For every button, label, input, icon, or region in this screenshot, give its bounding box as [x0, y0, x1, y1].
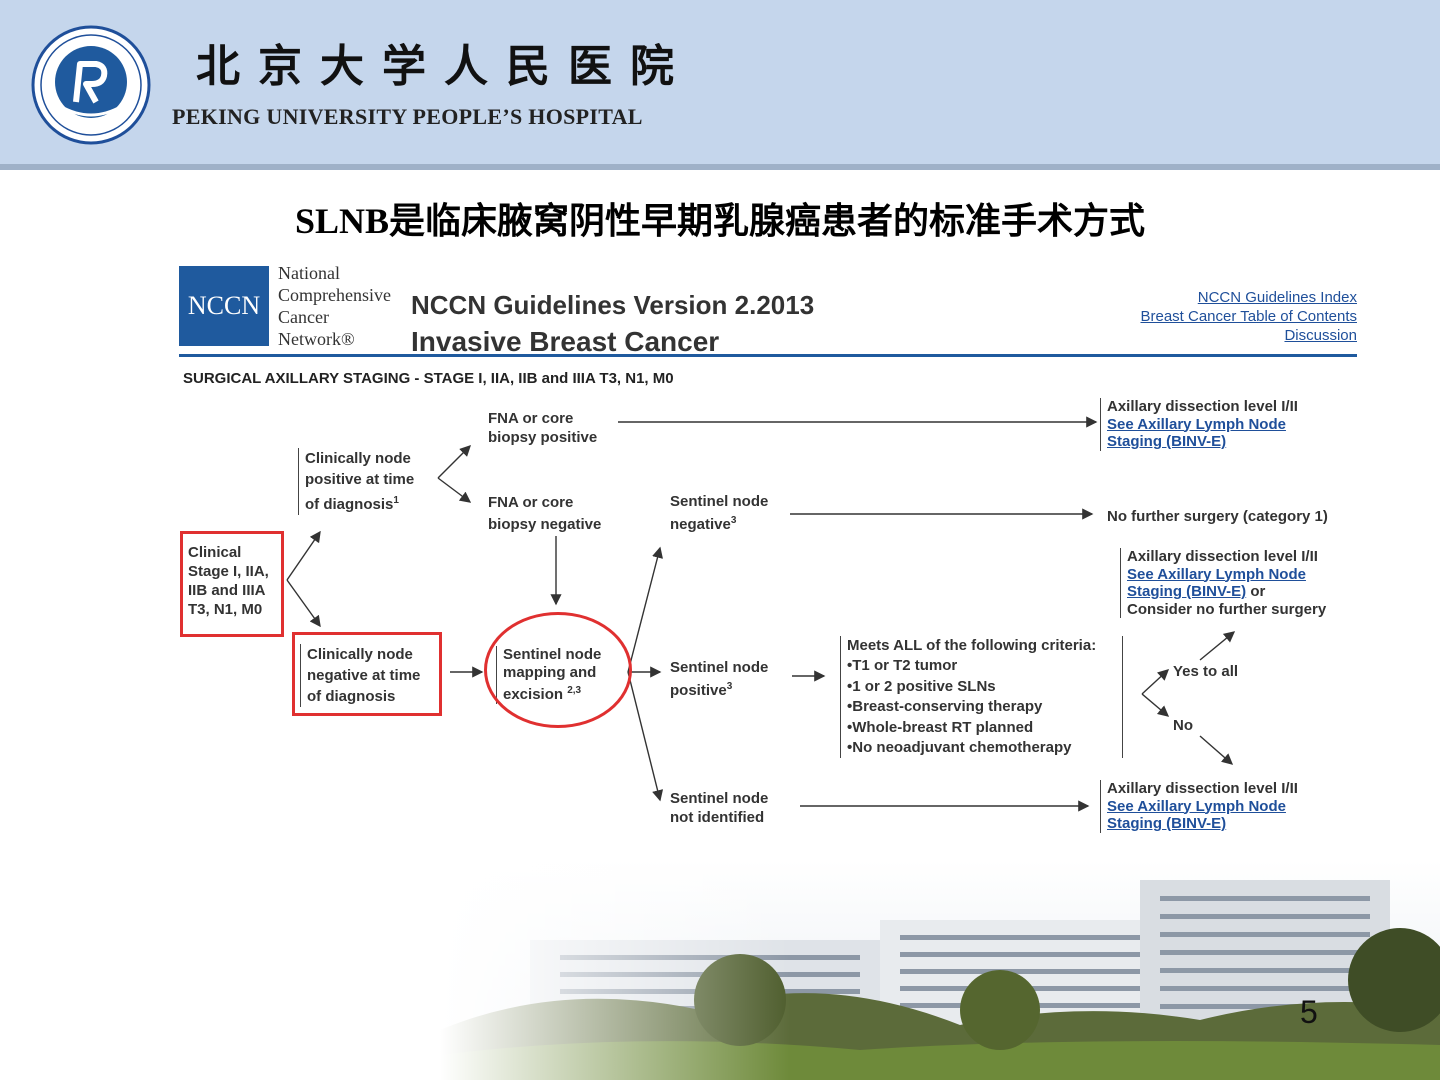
line: T3, N1, M0 — [188, 601, 263, 618]
highlight-circle-slnb — [484, 612, 632, 728]
link-see-staging[interactable]: Staging (BINV-E) — [1127, 583, 1247, 600]
link-see-staging[interactable]: See Axillary Lymph Node — [1107, 415, 1286, 433]
line: not identified — [670, 809, 765, 826]
label-no: No — [1173, 717, 1193, 734]
section-heading: SURGICAL AXILLARY STAGING - STAGE I, IIA… — [183, 370, 674, 387]
link-discussion[interactable]: Discussion — [1284, 327, 1357, 344]
node-clinically-negative: Clinically node negative at time of diag… — [300, 644, 420, 707]
line: Axillary dissection level I/II — [1107, 398, 1298, 415]
nccn-org-name: National Comprehensive Cancer Network® — [278, 262, 391, 350]
line: Clinical — [188, 544, 242, 561]
link-table-of-contents[interactable]: Breast Cancer Table of Contents — [1140, 308, 1357, 325]
guideline-version: NCCN Guidelines Version 2.2013 — [411, 290, 815, 320]
criteria-text: Breast-conserving therapy — [852, 698, 1043, 716]
line: Sentinel node — [670, 493, 769, 510]
line: IIB and IIIA — [188, 582, 266, 599]
highlight-box-negative — [292, 632, 442, 716]
line: of diagnosis — [307, 688, 396, 705]
line-text: negative — [670, 516, 731, 533]
line: Consider no further surgery — [1127, 600, 1327, 618]
guideline-title: Invasive Breast Cancer — [411, 326, 720, 357]
line: Stage I, IIA, — [188, 563, 269, 580]
line: Clinically node — [307, 646, 413, 663]
slide-title: SLNB是临床腋窝阴性早期乳腺癌患者的标准手术方式 — [294, 201, 1146, 241]
hospital-campus-image — [440, 860, 1440, 1080]
line: Axillary dissection level I/II — [1107, 780, 1298, 797]
node-criteria: Meets ALL of the following criteria: •T1… — [840, 636, 1124, 759]
criteria-text: T1 or T2 tumor — [852, 657, 958, 675]
nav-links: NCCN Guidelines Index Breast Cancer Tabl… — [1140, 288, 1357, 345]
line: biopsy positive — [488, 429, 598, 446]
link-guidelines-index[interactable]: NCCN Guidelines Index — [1197, 289, 1357, 306]
line: positive at time — [305, 471, 415, 488]
criteria-item: •Breast-conserving therapy — [847, 698, 1043, 716]
nccn-logo: NCCN — [179, 266, 269, 346]
line: FNA or core — [488, 410, 574, 427]
criteria-text: 1 or 2 positive SLNs — [852, 677, 996, 695]
line: Clinically node — [305, 450, 411, 467]
node-axillary-or-consider: Axillary dissection level I/II See Axill… — [1120, 548, 1326, 618]
node-axillary-dissection-top: Axillary dissection level I/II See Axill… — [1100, 398, 1298, 451]
org-word: Network® — [278, 329, 355, 349]
footnote-ref: 3 — [726, 681, 733, 692]
highlight-box-stage — [180, 531, 284, 637]
org-word: Comprehensive — [278, 285, 391, 305]
link-see-staging[interactable]: Staging (BINV-E) — [1107, 815, 1227, 832]
line: biopsy negative — [488, 516, 602, 533]
link-see-staging[interactable]: See Axillary Lymph Node — [1107, 797, 1286, 815]
node-clinical-stage: Clinical Stage I, IIA, IIB and IIIA T3, … — [188, 543, 269, 619]
node-fna-negative: FNA or core biopsy negative — [488, 492, 601, 536]
header-rule — [179, 354, 1357, 357]
link-see-staging[interactable]: Staging (BINV-E) — [1107, 433, 1227, 450]
line: negative at time — [307, 667, 421, 684]
line: of diagnosis1 — [305, 490, 414, 515]
header-band — [0, 0, 1440, 170]
link-see-staging[interactable]: See Axillary Lymph Node — [1127, 565, 1306, 583]
criteria-item: •No neoadjuvant chemotherapy — [847, 739, 1072, 757]
hospital-name-en: PEKING UNIVERSITY PEOPLE’S HOSPITAL — [172, 104, 643, 129]
footnote-ref: 1 — [393, 495, 399, 506]
node-fna-positive: FNA or core biopsy positive — [488, 409, 597, 447]
node-sn-positive: Sentinel node positive3 — [670, 658, 768, 700]
page-number: 5 — [1300, 994, 1318, 1030]
node-clinically-positive: Clinically node positive at time of diag… — [298, 448, 414, 515]
line: positive3 — [670, 677, 768, 700]
hospital-seal-logo — [31, 25, 151, 145]
node-sn-not-identified: Sentinel node not identified — [670, 789, 768, 827]
line-text: of diagnosis — [305, 496, 394, 513]
line: Sentinel node — [670, 659, 769, 676]
criteria-text: No neoadjuvant chemotherapy — [852, 739, 1072, 757]
criteria-item: •1 or 2 positive SLNs — [847, 677, 996, 695]
line: Axillary dissection level I/II — [1127, 548, 1318, 565]
org-word: Cancer — [278, 307, 329, 327]
org-word: National — [278, 263, 340, 283]
hospital-name-cn: 北京大学人民医院 — [196, 41, 692, 92]
or-text: or — [1246, 583, 1266, 600]
node-axillary-dissection-bottom: Axillary dissection level I/II See Axill… — [1100, 780, 1298, 833]
criteria-title: Meets ALL of the following criteria: — [847, 637, 1097, 654]
line: Sentinel node — [670, 790, 769, 807]
criteria-item: •T1 or T2 tumor — [847, 657, 958, 675]
node-no-further-surgery: No further surgery (category 1) — [1107, 508, 1328, 525]
criteria-text: Whole-breast RT planned — [852, 718, 1034, 736]
label-yes-to-all: Yes to all — [1173, 663, 1239, 680]
node-sn-negative: Sentinel node negative3 — [670, 492, 768, 534]
line-text: positive — [670, 682, 727, 699]
criteria-item: •Whole-breast RT planned — [847, 718, 1034, 736]
line: FNA or core — [488, 494, 574, 511]
line: negative3 — [670, 511, 768, 534]
footnote-ref: 3 — [730, 515, 737, 526]
